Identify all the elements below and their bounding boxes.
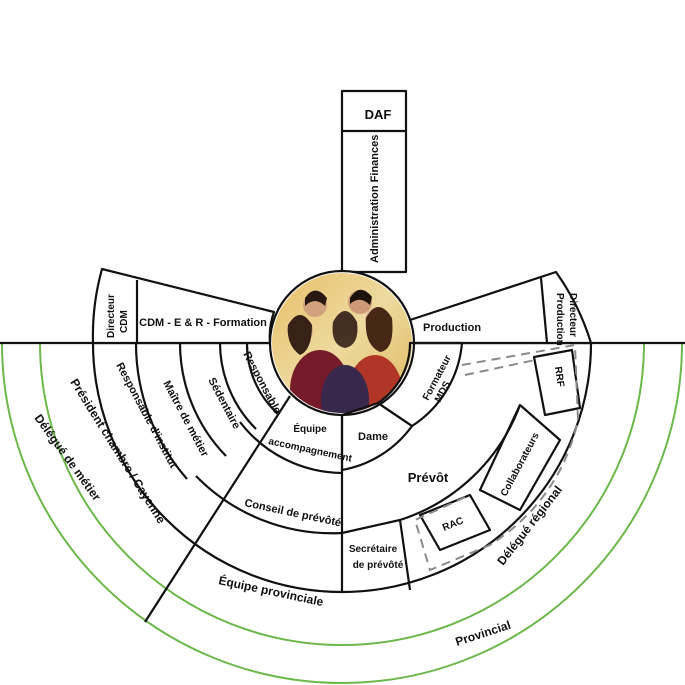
prevot-label: Prévôt [408,470,449,485]
inner-green-ring [39,342,645,646]
center-photo [268,269,416,417]
outer-green-ring [1,342,683,684]
directeur-production-label-1: Directeur [567,293,578,337]
daf-label: DAF [365,107,392,122]
production-label: Production [423,322,481,334]
delegue-metier-label: Délégué de métier [32,412,104,504]
rrf-label: RRF [552,366,566,388]
rac-box [418,493,492,552]
provincial-label: Provincial [454,618,513,649]
arc-r130-mid [239,421,343,475]
directeur-cdm-label-2: CDM [119,310,130,333]
regional-dashed [413,343,580,572]
directeur-cdm-label-1: Directeur [106,294,117,338]
secretaire-label-1: Secrétaire [349,544,398,555]
rrf-box [532,348,582,417]
administration-finances-label: Administration Finances [369,135,381,263]
spoke-left-long [144,395,291,623]
secretaire-label-2: de prévôté [353,560,404,571]
formateur-box [376,341,464,428]
regional-dashed-inner [464,359,536,376]
arc-r190-mid [195,475,343,535]
left-bottom-structure [134,342,343,623]
production-divider [539,277,549,344]
right-bottom-structure [340,341,582,591]
provincial-rings [1,342,683,684]
equipe-accompagnement-label-1: Équipe [293,422,327,435]
directeur-production-label-2: Production [554,293,565,346]
arc-r122-left [218,342,257,430]
cdm-formation-label: CDM - E & R - Formation [139,317,267,329]
daf-sector [340,89,408,274]
arc-r95-left [245,342,279,415]
arc-r162-left [178,342,227,457]
dame-label: Dame [358,431,388,443]
prevot-outer [399,404,522,522]
arc-r206-left [134,342,188,480]
